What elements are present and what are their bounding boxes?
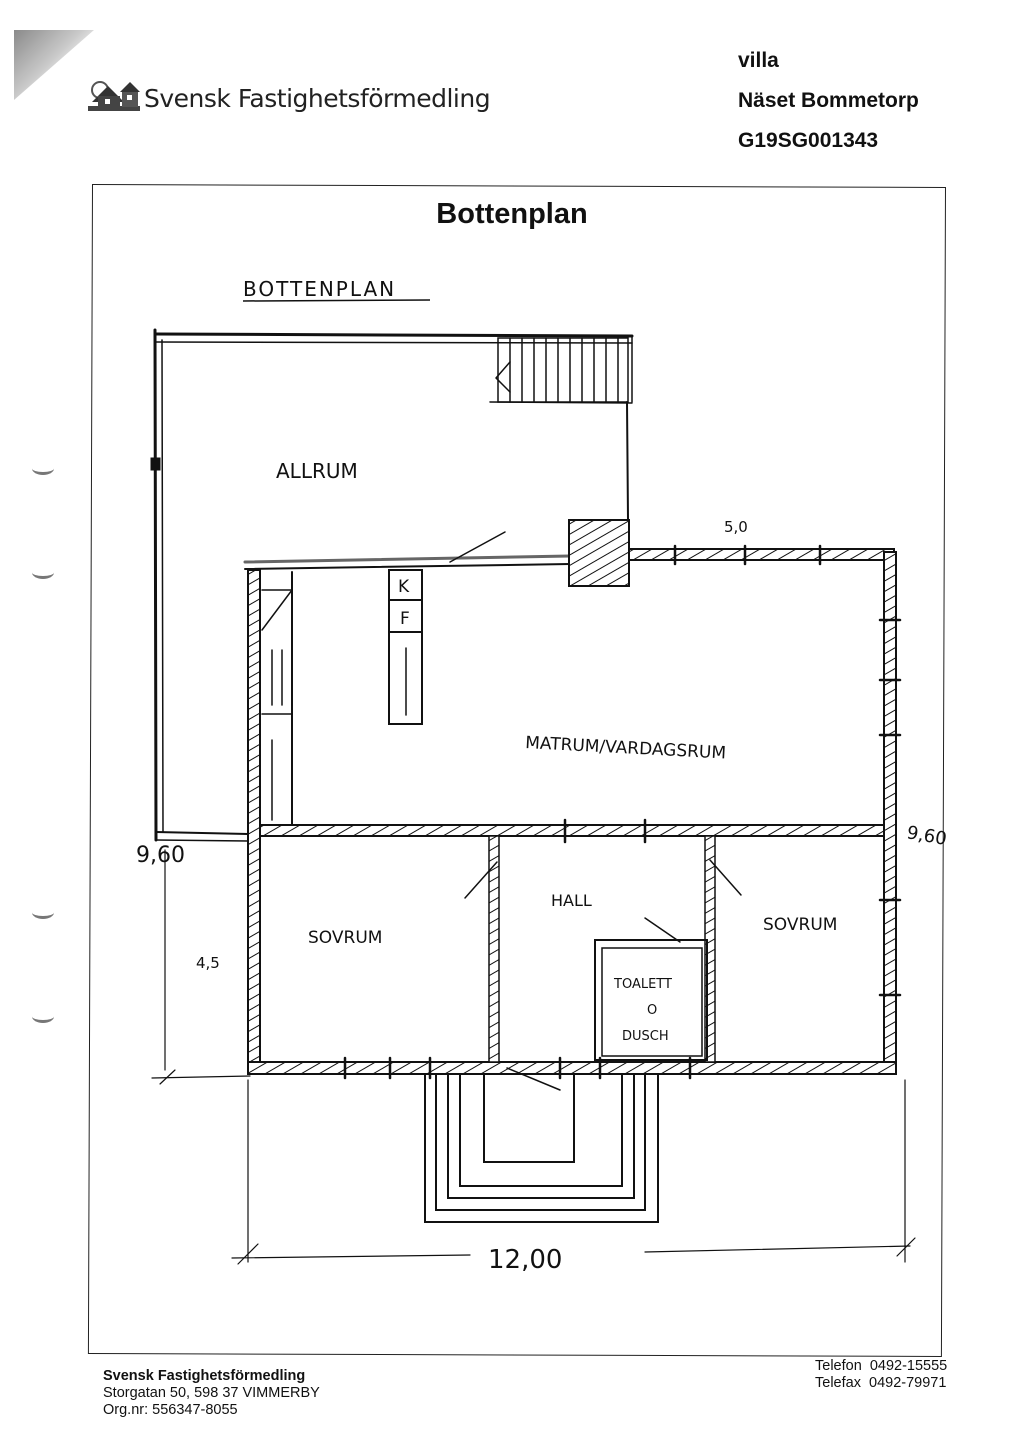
chimney bbox=[568, 519, 630, 587]
fax-label: Telefax bbox=[815, 1375, 861, 1391]
brand-name: Svensk Fastighetsförmedling bbox=[144, 84, 491, 113]
room-toalett-3: DUSCH bbox=[622, 1029, 669, 1044]
dimension-right: 9,60 bbox=[905, 822, 948, 850]
dimension-top: 5,0 bbox=[724, 518, 748, 536]
dimension-depth: 4,5 bbox=[196, 954, 220, 972]
punch-hole bbox=[32, 566, 54, 579]
dimension-left: 9,60 bbox=[136, 843, 185, 868]
dimension-lines bbox=[151, 849, 916, 1265]
room-toalett-1: TOALETT bbox=[613, 977, 672, 992]
object-id: G19SG001343 bbox=[738, 129, 879, 152]
footer-company-block: Svensk Fastighetsförmedling Storgatan 50… bbox=[103, 1368, 320, 1419]
room-toalett-2: O bbox=[647, 1003, 657, 1018]
phone-label: Telefon bbox=[815, 1358, 862, 1374]
footer-company: Svensk Fastighetsförmedling bbox=[103, 1368, 306, 1384]
cabinet-k: K bbox=[398, 577, 410, 597]
dimension-bottom: 12,00 bbox=[488, 1245, 562, 1275]
cabinet-f: F bbox=[400, 609, 410, 629]
punch-hole bbox=[32, 1010, 54, 1023]
property-type: villa bbox=[738, 49, 779, 72]
interior-walls bbox=[464, 835, 742, 1091]
room-allrum: ALLRUM bbox=[276, 459, 358, 483]
footer-street: Storgatan 50, 598 37 VIMMERBY bbox=[103, 1385, 320, 1401]
room-matrum-vardagsrum: MATRUM/VARDAGSRUM bbox=[525, 733, 727, 763]
punch-hole bbox=[32, 462, 54, 475]
allrum-matrum-wall bbox=[243, 531, 572, 570]
house-logo-icon bbox=[88, 81, 140, 111]
footer-org: Org.nr: 556347-8055 bbox=[103, 1402, 238, 1418]
phone-number: 0492-15555 bbox=[869, 1358, 948, 1374]
room-hall: HALL bbox=[551, 891, 592, 910]
handwritten-title: BOTTENPLAN bbox=[243, 277, 396, 301]
plan-title: Bottenplan bbox=[436, 198, 588, 230]
room-sovrum-right: SOVRUM bbox=[763, 915, 837, 935]
kitchen-units bbox=[388, 569, 423, 725]
toilet-room bbox=[594, 939, 708, 1061]
property-address: Näset Bommetorp bbox=[738, 89, 919, 112]
fax-number: 0492-79971 bbox=[869, 1375, 947, 1391]
punch-hole bbox=[32, 906, 54, 919]
staircase bbox=[495, 337, 629, 403]
main-walls bbox=[247, 548, 897, 1075]
entrance-steps bbox=[424, 1073, 659, 1223]
allrum-walls bbox=[150, 328, 634, 842]
footer-contact-block: Telefon 0492-15555 Telefax 0492-79971 bbox=[815, 1358, 947, 1392]
window-marks bbox=[343, 544, 902, 1080]
room-sovrum-left: SOVRUM bbox=[308, 928, 382, 948]
wardrobe bbox=[261, 571, 293, 826]
